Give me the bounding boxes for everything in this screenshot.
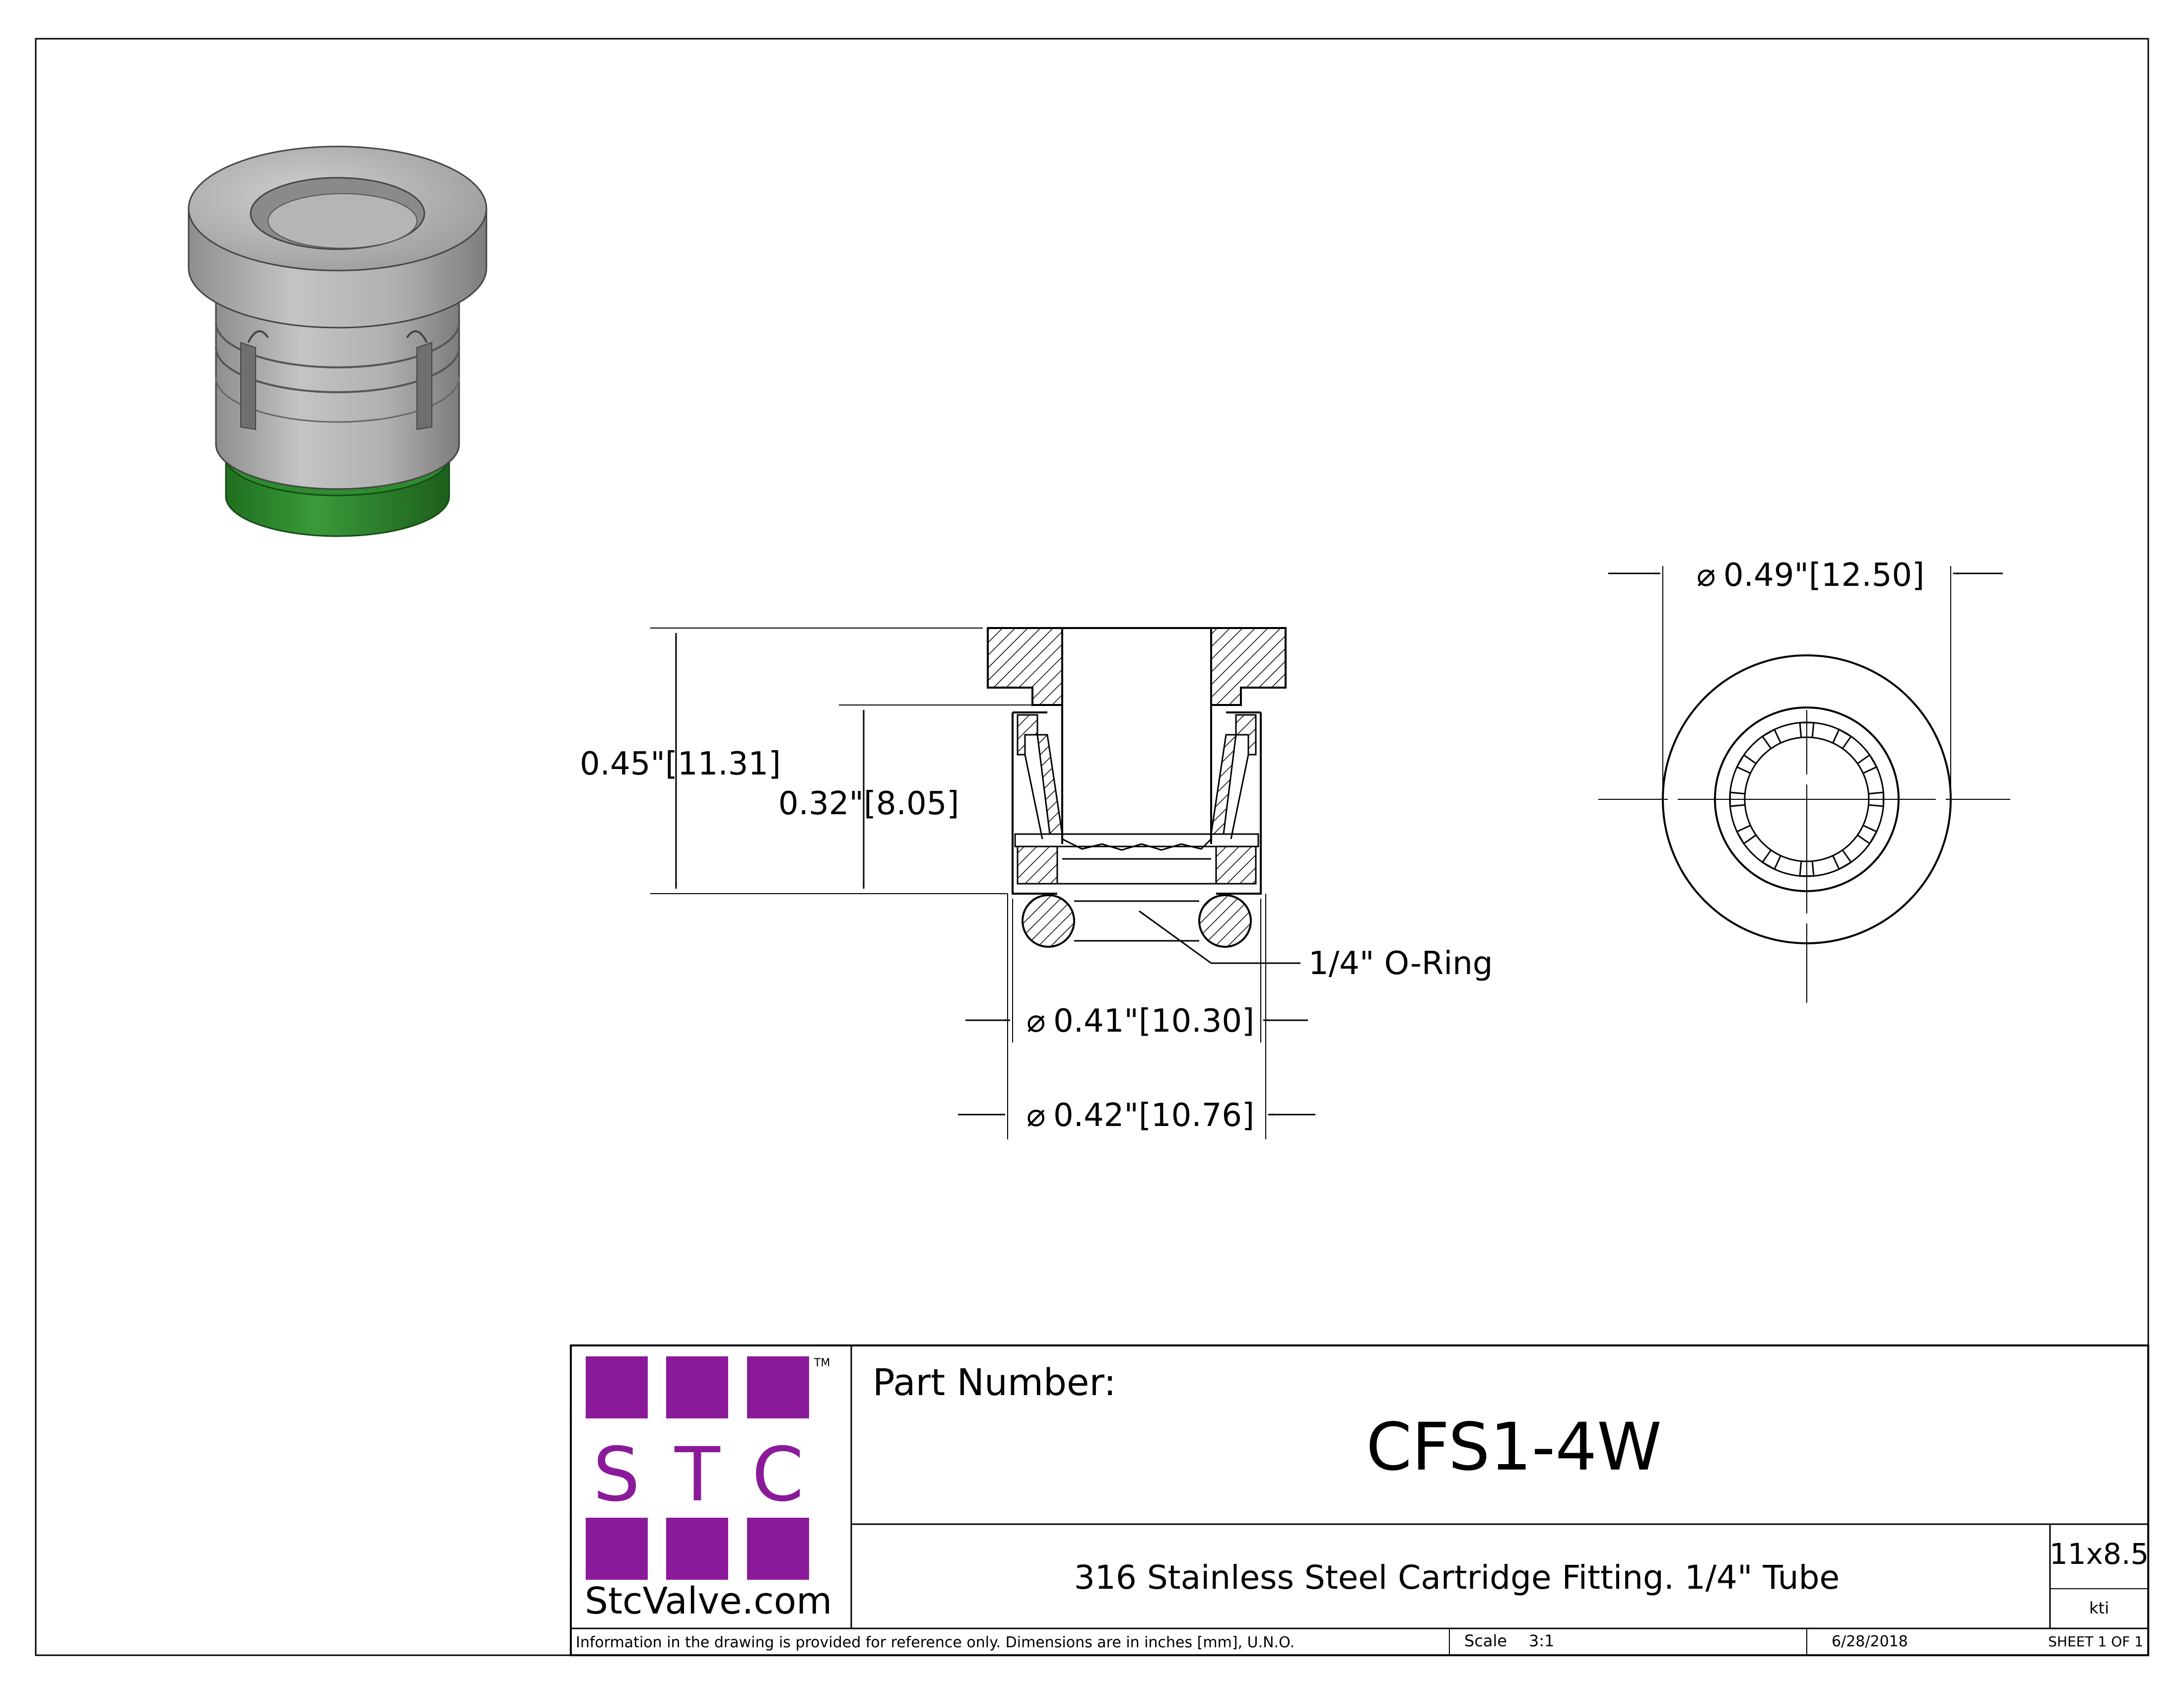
dim-outer-diameter: ⌀ 0.49"[12.50]	[1608, 557, 2003, 794]
flange-right-section	[1210, 627, 1287, 706]
oring-right-section	[1198, 894, 1252, 948]
diameter-symbol-outer: ⌀	[1697, 557, 1716, 594]
drawn-by-initials: kti	[2089, 1599, 2109, 1618]
collet-tooth	[1832, 849, 1852, 870]
logo-letter-c: C	[752, 1432, 804, 1518]
scale-value: 3:1	[1529, 1631, 1555, 1650]
sheet-size: 11x8.5	[2049, 1537, 2149, 1571]
oring-callout: 1/4" O-Ring	[1139, 910, 1493, 982]
dim-bore-depth-label: 0.32"[8.05]	[778, 785, 959, 822]
diameter-symbol-b: ⌀	[1026, 1097, 1046, 1134]
dim-diameter-a-label: 0.41"[10.30]	[1053, 1003, 1254, 1040]
stc-logo: S T C TM StcValve.com	[585, 1356, 832, 1622]
end-view	[1598, 654, 2010, 1003]
dim-diameter-b-label: 0.42"[10.76]	[1053, 1097, 1254, 1134]
collet-tooth	[1761, 728, 1781, 749]
logo-letter-s: S	[593, 1432, 640, 1518]
drawing-date: 6/28/2018	[1832, 1633, 1908, 1650]
collet-tooth	[1761, 849, 1781, 870]
part-description: 316 Stainless Steel Cartridge Fitting. 1…	[1074, 1558, 1840, 1597]
part-number-label: Part Number:	[873, 1361, 1116, 1404]
reference-note: Information in the drawing is provided f…	[576, 1634, 1295, 1651]
dim-overall-height: 0.45"[11.31]	[580, 628, 1008, 894]
dim-diameter-b: ⌀ 0.42"[10.76]	[958, 894, 1315, 1139]
logo-letter-t: T	[674, 1432, 721, 1518]
oring-callout-label: 1/4" O-Ring	[1308, 945, 1493, 982]
scale-label: Scale	[1464, 1631, 1507, 1650]
dim-diameter-a: ⌀ 0.41"[10.30]	[965, 899, 1308, 1043]
sheet-number: SHEET 1 OF 1	[2048, 1633, 2143, 1650]
collet-tooth	[1736, 754, 1757, 774]
part-number: CFS1-4W	[1366, 1409, 1662, 1485]
oring-left-section	[1022, 894, 1075, 948]
flange-left-section	[987, 627, 1063, 706]
logo-trademark: TM	[814, 1357, 830, 1369]
dim-outer-diameter-label: 0.49"[12.50]	[1723, 557, 1924, 594]
logo-website: StcValve.com	[585, 1580, 832, 1622]
title-block: S T C TM StcValve.com Part Number: CFS1-…	[570, 1344, 2149, 1656]
dim-overall-height-label: 0.45"[11.31]	[580, 746, 781, 782]
collet-tooth	[1832, 728, 1852, 749]
isometric-view	[188, 145, 487, 537]
collet-tooth	[1857, 754, 1878, 774]
collet-tooth	[1736, 825, 1757, 845]
section-view	[987, 627, 1287, 948]
diameter-symbol-a: ⌀	[1026, 1003, 1046, 1040]
dim-bore-depth: 0.32"[8.05]	[778, 704, 1032, 889]
collet-tooth	[1857, 825, 1878, 845]
